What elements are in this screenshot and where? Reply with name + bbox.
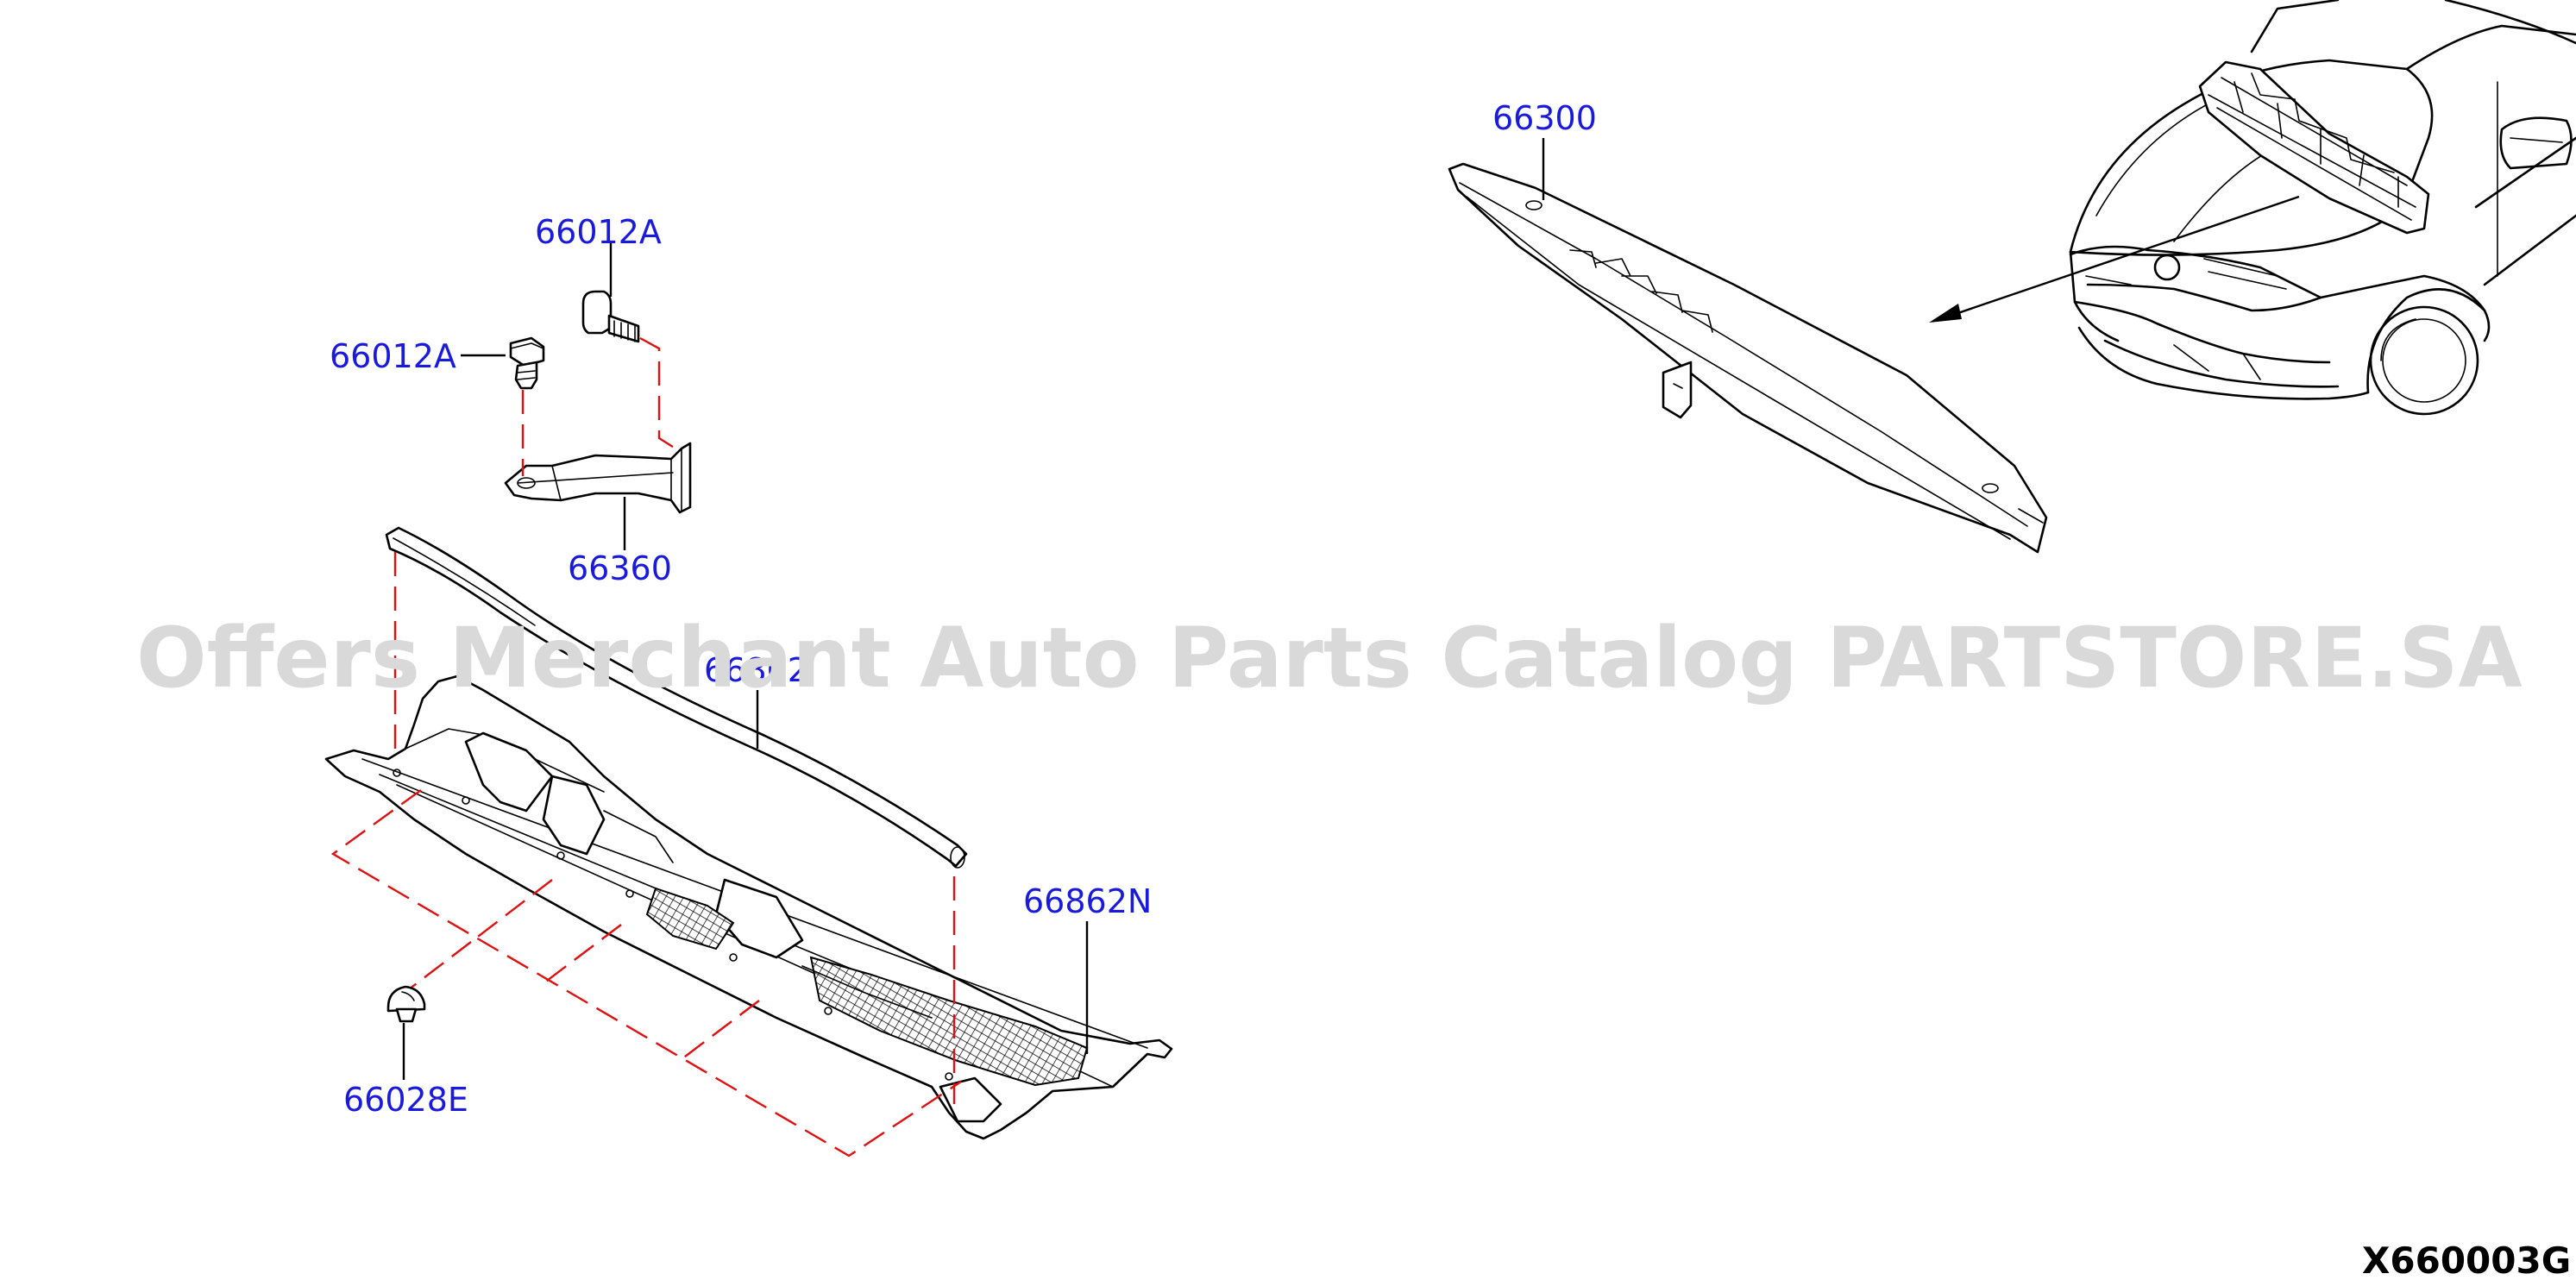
part-label-66300[interactable]: 66300: [1492, 99, 1597, 137]
bolt-66012a-lower: [509, 336, 545, 390]
part-66360-bracket: [504, 442, 692, 514]
part-66300-cowl-extension: [1448, 162, 2048, 554]
part-label-66012a-top[interactable]: 66012A: [535, 213, 662, 251]
part-label-66012a-left[interactable]: 66012A: [330, 337, 456, 375]
part-label-66360[interactable]: 66360: [568, 549, 672, 587]
watermark-text: Offers Merchant Auto Parts Catalog PARTS…: [136, 610, 2523, 706]
vehicle-front-illustration: [1929, 0, 2576, 416]
part-label-66862n[interactable]: 66862N: [1023, 882, 1152, 920]
part-label-66028e[interactable]: 66028E: [343, 1081, 468, 1119]
drawing-code: X660003G: [2362, 1239, 2571, 1280]
part-66862-weatherstrip: [385, 526, 968, 869]
part-66862n-cowl-cover: [324, 675, 1173, 1140]
part-label-66862[interactable]: 66862: [704, 651, 808, 689]
clip-66028e: [386, 985, 426, 1023]
bolt-66012a-upper: [581, 290, 640, 343]
